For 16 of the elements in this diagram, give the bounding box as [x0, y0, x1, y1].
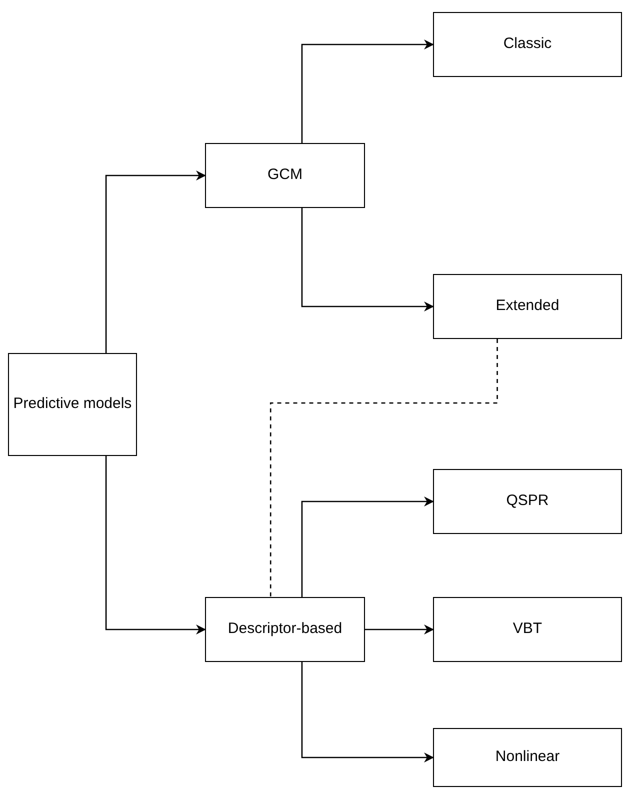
process-box: Predictive models	[8, 353, 137, 456]
arrow	[365, 624, 434, 634]
arrow	[301, 40, 434, 143]
process-box: VBT	[433, 597, 622, 662]
process-box: Descriptor-based	[205, 597, 365, 662]
process-box: GCM	[205, 143, 365, 208]
dashed-connector	[270, 339, 498, 597]
process-box: Extended	[433, 274, 622, 339]
process-box: Classic	[433, 12, 622, 77]
process-box: Nonlinear	[433, 728, 622, 787]
arrow	[301, 662, 434, 762]
arrow	[301, 496, 434, 597]
arrow	[105, 170, 206, 353]
arrow	[105, 456, 206, 634]
arrow	[301, 208, 434, 312]
process-box: QSPR	[433, 469, 622, 534]
